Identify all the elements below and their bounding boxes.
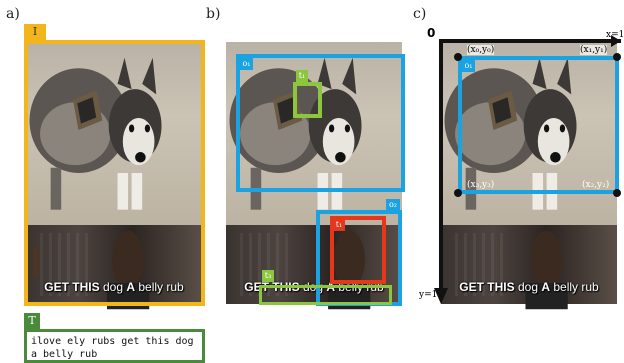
- corner-label-top-right: (x₁,y₁): [580, 45, 608, 55]
- dog-illustration: [29, 57, 162, 210]
- text-tag-t1: t₁: [296, 70, 308, 82]
- text-box-t1: [293, 82, 322, 118]
- corner-dot-bottom-right: [613, 189, 621, 197]
- origin-label: 0: [427, 26, 436, 40]
- meme-caption: GET THIS dog A belly rub: [459, 279, 599, 294]
- text-box-t3: [259, 285, 392, 305]
- text-box-t1-red: [330, 216, 386, 284]
- corner-label-bottom-left: (x₃,y₃): [467, 180, 495, 190]
- image-box-I: [24, 40, 205, 306]
- object-box-o1: [236, 54, 405, 192]
- text-tag-t1-red: t₁: [333, 219, 345, 231]
- meme-image-b: GET THIS dog A belly rub: [226, 42, 402, 310]
- corner-label-bottom-right: (x₂,y₂): [582, 180, 610, 190]
- x-axis-arrow-icon: [611, 35, 621, 47]
- coordinate-axes: [434, 35, 621, 304]
- meme-caption: GET THIS dog A belly rub: [44, 279, 184, 294]
- corner-dot-bottom-left: [454, 189, 462, 197]
- object-tag-o2: o₂: [386, 199, 400, 211]
- object-tag-o1-coords: o₁: [462, 60, 475, 72]
- corner-dot-top-left: [454, 53, 462, 61]
- image-tag-I: I: [24, 24, 46, 40]
- panel-a-label: a): [6, 6, 20, 22]
- x-axis-label: x=1: [606, 30, 624, 40]
- panel-c-label: c): [413, 6, 427, 22]
- y-axis-arrow-icon: [434, 288, 448, 304]
- text-tag-t3: t₃: [262, 270, 274, 282]
- text-tag-T: T: [24, 313, 40, 329]
- meme-image-c: GET THIS dog A belly rub: [441, 42, 617, 310]
- dog-illustration: [444, 57, 577, 210]
- y-axis-label: y=1: [419, 290, 438, 300]
- meme-image-a: GET THIS dog A belly rub: [26, 42, 202, 310]
- man-illustration: [525, 230, 568, 310]
- corner-label-top-left: (x₀,y₀): [467, 45, 495, 55]
- panel-b-label: b): [206, 6, 221, 22]
- object-box-o1-coords: [458, 56, 619, 194]
- ocr-text-box: ilove ely rubs get this dog a belly rub: [24, 329, 205, 363]
- object-tag-o1: o₁: [240, 58, 253, 70]
- corner-dot-top-right: [613, 53, 621, 61]
